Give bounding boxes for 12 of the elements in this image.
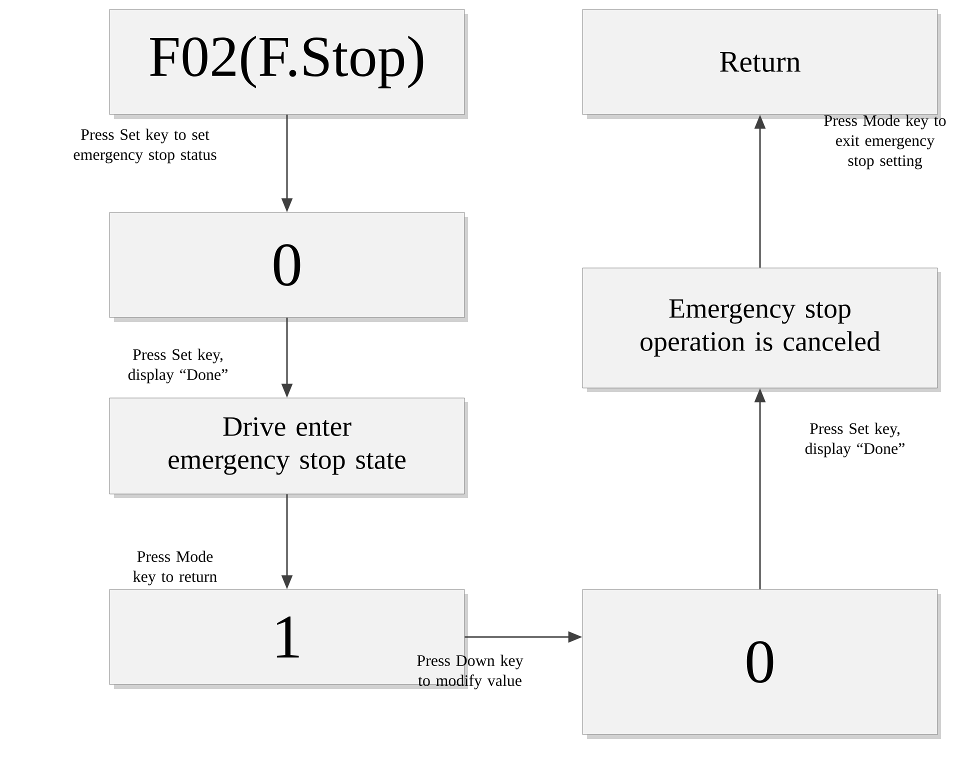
- edge-label: Press Down key to modify value: [417, 654, 524, 690]
- edge-label: Press Set key to set emergency stop status: [74, 128, 216, 164]
- process-box: Return: [582, 9, 938, 115]
- process-box: 0: [109, 212, 465, 318]
- edge-label: Press Set key, display “Done”: [128, 348, 228, 384]
- edge-label: Press Set key, display “Done”: [805, 422, 904, 458]
- edge-label: Press Mode key to return: [133, 550, 217, 586]
- process-box: F02(F.Stop): [109, 9, 465, 115]
- process-box: Emergency stop operation is canceled: [582, 268, 938, 388]
- process-box: 0: [582, 589, 938, 735]
- edge-label: Press Mode key to exit emergency stop setting: [824, 114, 946, 170]
- process-box: Drive enter emergency stop state: [109, 398, 465, 494]
